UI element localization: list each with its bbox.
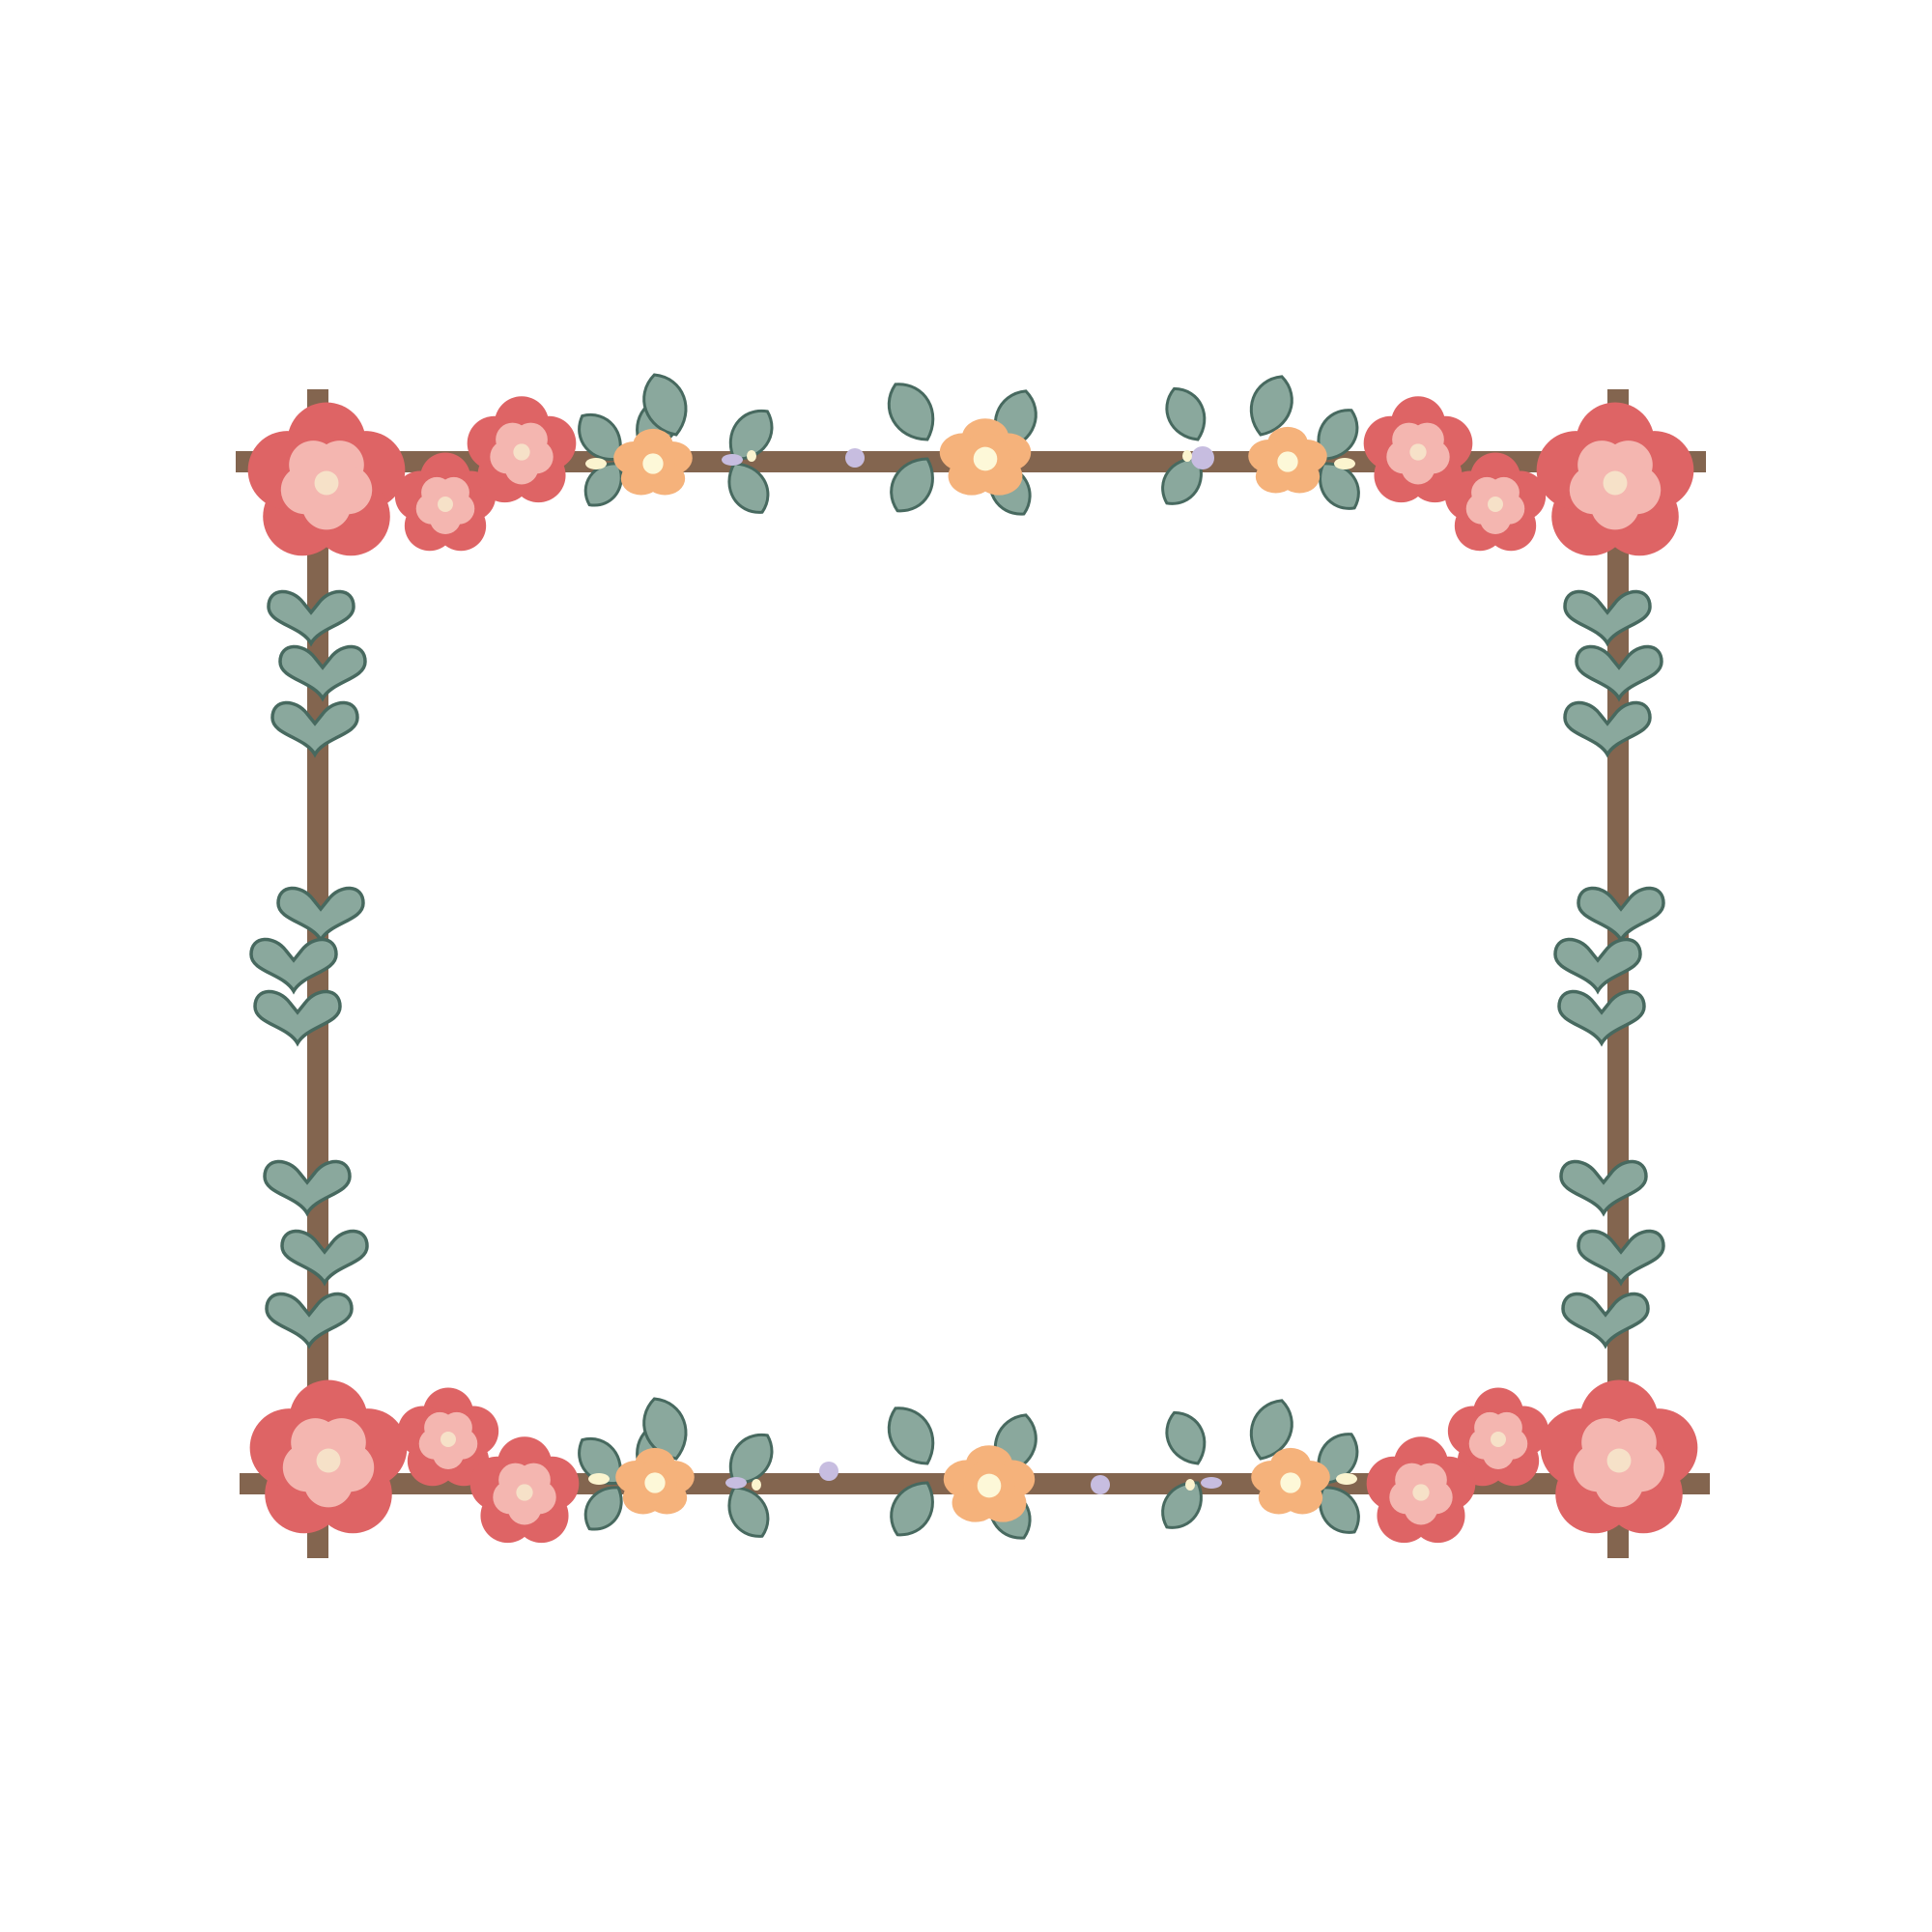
top-leaf-a — [578, 412, 622, 462]
bottom-leaf-m — [1249, 1399, 1293, 1461]
bottom-orange-flower-right — [1251, 1447, 1330, 1515]
top-bud-5 — [1334, 458, 1355, 469]
top-leaf-e — [727, 462, 770, 514]
bottom-leaf-h — [890, 1481, 934, 1537]
right-upper-leaf-pair-0 — [1563, 589, 1652, 647]
bottom-left-small-flower-1 — [397, 1387, 499, 1487]
top-berry-right — [1191, 446, 1214, 469]
top-leaf-n — [1317, 409, 1359, 461]
left-lower-leaf-pair-0 — [263, 1159, 352, 1217]
top-leaf-d — [728, 409, 774, 461]
bottom-leaf-c — [642, 1397, 688, 1461]
right-lower-leaf-pair-0 — [1559, 1159, 1648, 1217]
top-orange-flower-left — [613, 428, 693, 496]
left-lower-leaf-pair-1 — [280, 1229, 369, 1287]
bottom-leaf-o — [1319, 1486, 1360, 1534]
bottom-orange-flower-left — [615, 1447, 695, 1515]
top-bud-3 — [747, 450, 756, 462]
top-left-small-flower-2 — [467, 396, 577, 503]
top-right-corner-flower — [1536, 402, 1694, 556]
bottom-left-small-flower-2 — [469, 1436, 580, 1544]
bottom-leaf-d — [728, 1433, 774, 1485]
bottom-leaf-l — [1161, 1481, 1203, 1529]
top-leaf-k — [1165, 386, 1207, 441]
right-middle-leaf-pair-1 — [1553, 937, 1642, 995]
top-left-corner-flower — [247, 402, 406, 556]
top-berry-left — [845, 448, 865, 468]
top-right-small-flower-2 — [1363, 396, 1473, 503]
bottom-leaf-k — [1165, 1410, 1207, 1465]
bottom-bud-2 — [725, 1477, 747, 1489]
bottom-right-small-flower-2 — [1366, 1436, 1476, 1544]
bottom-bud-6 — [1336, 1473, 1357, 1485]
right-upper-leaf-pair-2 — [1563, 700, 1652, 758]
right-lower-leaf-pair-1 — [1577, 1229, 1665, 1287]
bottom-leaf-f — [583, 1486, 623, 1531]
top-bud-4 — [1182, 450, 1192, 462]
top-leaf-c — [642, 373, 688, 437]
bottom-leaf-g — [887, 1406, 935, 1465]
top-leaf-m — [1249, 375, 1293, 437]
left-middle-leaf-pair-2 — [253, 989, 342, 1047]
left-upper-leaf-pair-1 — [278, 644, 367, 702]
top-orange-flower-right — [1248, 426, 1327, 494]
left-upper-leaf-pair-0 — [267, 589, 355, 647]
top-left-small-flower-1 — [394, 452, 497, 552]
bottom-leaf-e — [727, 1486, 770, 1538]
right-lower-leaf-pair-2 — [1561, 1292, 1650, 1350]
right-upper-leaf-pair-1 — [1575, 644, 1663, 702]
top-leaf-h — [890, 457, 934, 513]
bottom-bud-1 — [588, 1473, 610, 1485]
bottom-bud-4 — [1185, 1479, 1195, 1491]
left-lower-leaf-pair-2 — [265, 1292, 354, 1350]
left-middle-leaf-pair-0 — [276, 886, 365, 944]
left-middle-leaf-pair-1 — [249, 937, 338, 995]
bottom-berry-right — [1091, 1475, 1110, 1494]
bottom-bud-3 — [752, 1479, 761, 1491]
bottom-left-corner-flower — [249, 1379, 408, 1534]
top-leaf-l — [1161, 457, 1203, 505]
right-middle-leaf-pair-2 — [1557, 989, 1646, 1047]
right-middle-leaf-pair-0 — [1577, 886, 1665, 944]
top-bud-2 — [722, 454, 743, 466]
bottom-orange-flower-center — [943, 1445, 1036, 1522]
bottom-berry-left — [819, 1462, 838, 1481]
frame-branches — [236, 389, 1710, 1558]
bottom-right-corner-flower — [1540, 1379, 1698, 1534]
left-upper-leaf-pair-2 — [270, 700, 359, 758]
top-leaf-g — [887, 383, 935, 441]
bottom-bud-5 — [1201, 1477, 1222, 1489]
top-bud-1 — [585, 458, 607, 469]
top-orange-flower-center — [939, 418, 1032, 496]
